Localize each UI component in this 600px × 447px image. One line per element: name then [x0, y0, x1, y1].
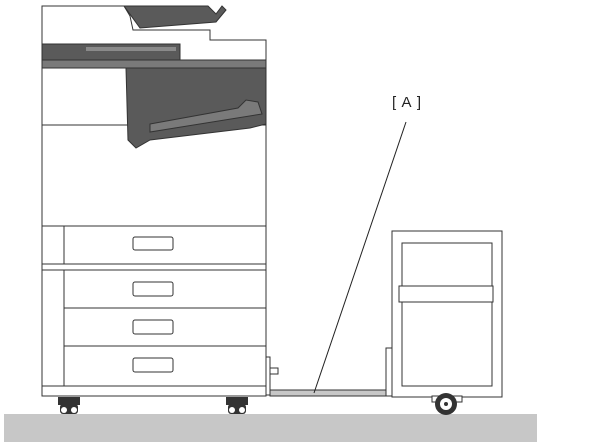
cart-handle-bar	[398, 285, 494, 303]
output-tray	[149, 99, 263, 133]
connection-plate	[265, 347, 393, 397]
printer-casters	[58, 397, 248, 414]
scanner-glass	[41, 43, 181, 63]
drawer-4-handle	[132, 357, 174, 373]
callout-label-a: [ A ]	[392, 94, 423, 111]
feeder-tray	[123, 5, 227, 29]
drawer-3-handle	[132, 319, 174, 335]
scanner-base	[41, 59, 267, 69]
floor	[4, 414, 537, 442]
printer	[41, 5, 267, 397]
drawer-2-handle	[132, 281, 174, 297]
cart	[391, 230, 503, 403]
drawer-1-handle	[132, 236, 174, 251]
cart-caster	[435, 393, 457, 415]
callout-leader-line	[313, 121, 407, 394]
